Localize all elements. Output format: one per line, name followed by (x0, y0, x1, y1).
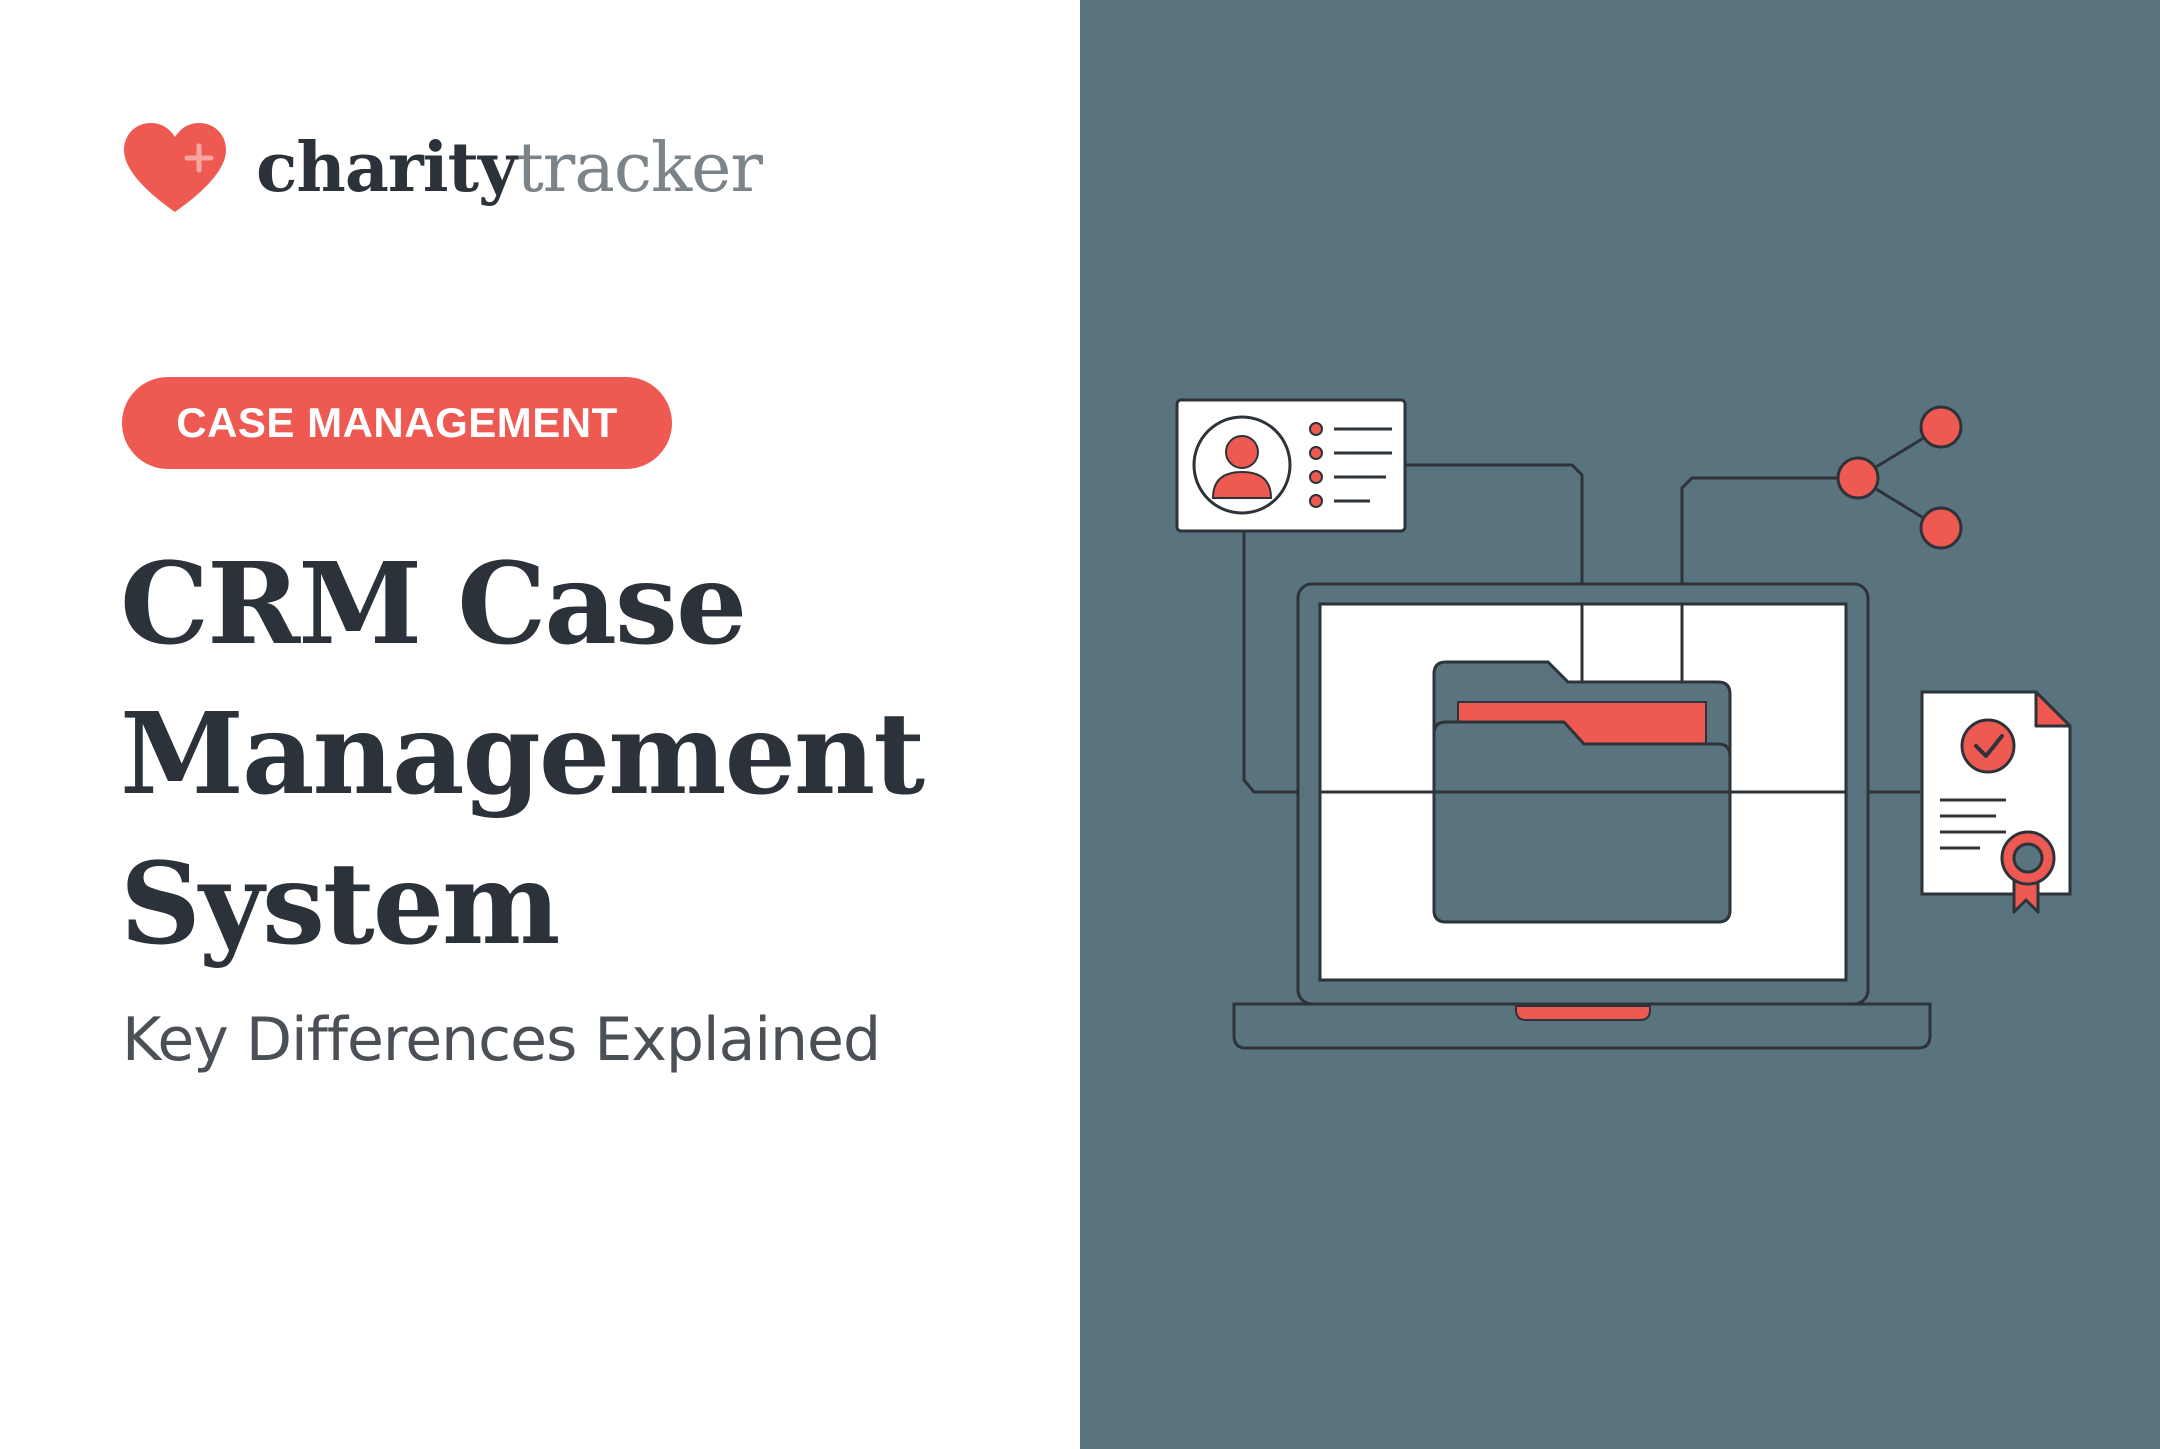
title-line-3: System (120, 839, 561, 970)
profile-card-icon (1175, 398, 1407, 533)
page-subtitle: Key Differences Explained (122, 1005, 881, 1075)
title-line-2: Management (120, 689, 925, 820)
share-nodes-icon (1836, 405, 1963, 550)
connector-line (1404, 463, 1584, 684)
certificate-icon (1920, 690, 2072, 914)
brand-wordmark: charitytracker (256, 134, 763, 203)
brand-name-part1: charity (256, 127, 517, 208)
heart-plus-icon (124, 123, 226, 212)
folder-icon (1432, 660, 1732, 924)
category-badge: CASE MANAGEMENT (122, 377, 672, 469)
brand-logo[interactable]: charitytracker (120, 118, 763, 218)
title-line-1: CRM Case (120, 539, 747, 670)
brand-name-part2: tracker (516, 128, 762, 208)
left-panel: charitytracker CASE MANAGEMENT CRM Case … (120, 118, 1060, 1075)
page-title: CRM Case Management System (120, 530, 1060, 980)
